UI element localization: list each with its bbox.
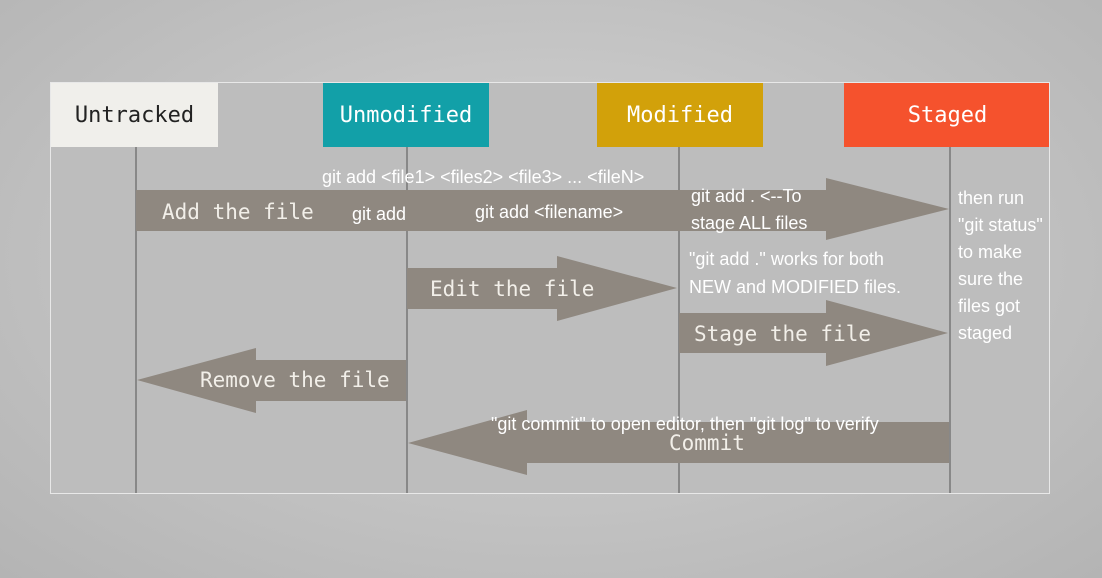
note-status-4: sure the [958, 269, 1024, 289]
note-works-2: NEW and MODIFIED files. [689, 277, 902, 297]
git-lifecycle-diagram: Untracked Unmodified Modified Staged Add… [50, 82, 1050, 494]
arrow-label-remove-file: Remove the file [200, 368, 390, 392]
state-unmodified: Unmodified [323, 83, 489, 147]
note-status-3: to make [958, 242, 1023, 262]
note-git-add-dot-1: git add . <--To [691, 186, 802, 206]
arrow-label-stage-file: Stage the file [694, 322, 872, 346]
arrow-edit-file [407, 256, 677, 321]
state-staged: Staged [844, 83, 1049, 147]
lifeline-unmodified [406, 147, 408, 493]
arrow-add-file [136, 178, 949, 240]
lifeline-staged [949, 147, 951, 493]
note-works-1: "git add ." works for both [689, 249, 884, 269]
arrow-label-add-file: Add the file [162, 200, 314, 224]
note-git-add-files: git add <file1> <files2> <file3> ... <fi… [322, 167, 645, 187]
lifeline-untracked [135, 147, 137, 493]
state-untracked: Untracked [51, 83, 218, 147]
note-git-add-dot-2: stage ALL files [691, 213, 808, 233]
note-git-add-filename: git add <filename> [475, 202, 624, 222]
arrow-remove-file [137, 348, 406, 413]
arrow-stage-file [679, 300, 948, 366]
note-status-5: files got [958, 296, 1021, 316]
note-status-6: staged [958, 323, 1013, 343]
note-status-2: "git status" [958, 215, 1043, 235]
arrow-label-commit: Commit [669, 431, 745, 455]
state-modified: Modified [597, 83, 763, 147]
arrow-commit [408, 410, 949, 475]
arrow-label-edit-file: Edit the file [430, 277, 595, 301]
note-status-1: then run [958, 188, 1025, 208]
note-commit: "git commit" to open editor, then "git l… [491, 414, 879, 434]
transition-arrows [136, 178, 949, 475]
note-git-add: git add [352, 204, 407, 224]
